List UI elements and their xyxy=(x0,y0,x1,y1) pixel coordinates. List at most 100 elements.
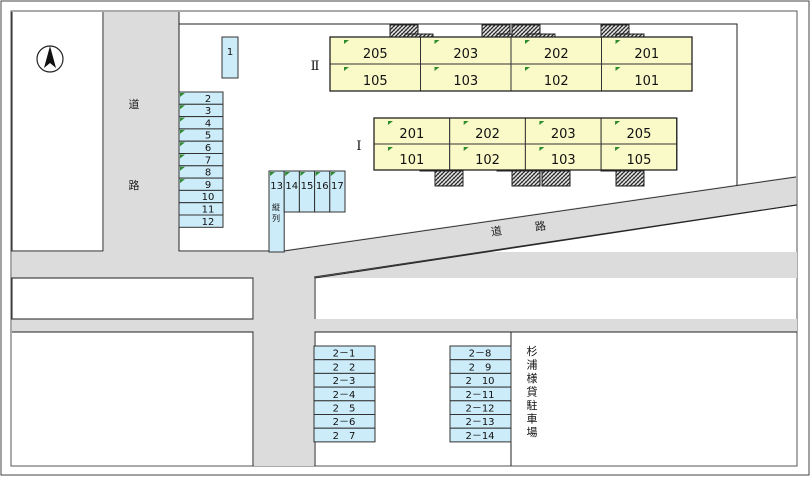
unit-number: 103 xyxy=(551,153,576,168)
parking-space xyxy=(178,140,224,154)
unit-cell xyxy=(449,143,526,171)
block-outlines xyxy=(11,12,798,466)
diagonal-road xyxy=(254,176,796,278)
parking-space-label: 2－11 xyxy=(465,390,494,401)
unit-marker-icon xyxy=(525,40,530,44)
unit-marker-icon xyxy=(344,40,349,44)
parking-space xyxy=(449,427,512,443)
parking-space-label: 4 xyxy=(205,118,211,129)
unit-number: 201 xyxy=(399,127,424,142)
unit-number: 203 xyxy=(551,127,576,142)
unit-marker-icon xyxy=(615,147,621,151)
unit-marker-icon xyxy=(615,121,621,125)
unit-number: 202 xyxy=(544,47,569,62)
unit-marker-icon xyxy=(434,40,440,44)
unit-number: 101 xyxy=(399,153,424,168)
building-i: 201 202 203 205 101 102 103 105 xyxy=(373,117,678,171)
unit-number: 105 xyxy=(363,74,388,89)
parking-space xyxy=(178,153,224,167)
unit-marker-icon xyxy=(330,172,336,176)
unit-number: 205 xyxy=(363,47,388,62)
unit-cell xyxy=(524,143,602,171)
parking-space-label: 2 7 xyxy=(333,431,356,442)
parallel-parking-note-2: 列 xyxy=(272,213,280,223)
unit-marker-icon xyxy=(180,93,185,97)
parking-space-label: 16 xyxy=(316,181,329,192)
parking-space-label: 2－1 xyxy=(333,349,356,360)
unit-marker-icon xyxy=(180,166,185,171)
unit-marker-icon xyxy=(463,121,469,125)
unit-marker-icon xyxy=(463,147,469,151)
south-lot-left: 2－12 22－32－42 52－62 7 xyxy=(313,345,376,443)
parking-space-label: 11 xyxy=(202,205,215,216)
unit-number: 205 xyxy=(627,127,652,142)
unit-cell xyxy=(600,143,678,171)
parking-space-label: 2－8 xyxy=(469,349,492,360)
parking-space xyxy=(178,91,224,105)
unit-marker-icon xyxy=(615,40,621,44)
unit-marker-icon xyxy=(434,67,440,71)
unit-marker-icon xyxy=(180,129,185,134)
unit-number: 201 xyxy=(634,47,659,62)
unit-marker-icon xyxy=(180,117,185,122)
parallel-parking-note-1: 縦 xyxy=(272,202,280,212)
unit-cell xyxy=(524,117,602,145)
unit-number: 105 xyxy=(627,153,652,168)
south-lot-caption: 杉浦様貸駐車場 xyxy=(527,344,538,439)
unit-number: 102 xyxy=(475,153,500,168)
parking-space xyxy=(313,427,376,443)
south-lot-caption-text: 杉浦様貸駐車場 xyxy=(527,344,538,439)
roads xyxy=(12,12,797,466)
unit-marker-icon xyxy=(388,121,393,125)
parking-space xyxy=(329,170,346,213)
unit-marker-icon xyxy=(344,67,349,71)
parking-space xyxy=(178,116,224,130)
west-road xyxy=(104,12,179,252)
unit-marker-icon xyxy=(180,179,185,184)
unit-marker-icon xyxy=(270,172,275,176)
parking-space-label: 6 xyxy=(205,143,211,154)
parking-space-label: 13 xyxy=(270,181,283,192)
unit-marker-icon xyxy=(615,67,621,71)
unit-marker-icon xyxy=(180,105,185,110)
east-road-label-2: 路 xyxy=(534,219,547,233)
unit-marker-icon xyxy=(285,172,291,176)
parking-space xyxy=(178,214,224,228)
parking-space-label: 17 xyxy=(331,181,344,192)
hatched-box xyxy=(434,170,464,187)
unit-marker-icon xyxy=(388,147,393,151)
south-lot-right: 2－82 92 102－112－122－132－14 xyxy=(449,345,512,443)
parking-space-label: 8 xyxy=(205,168,211,179)
parking-space-label: 15 xyxy=(301,181,314,192)
hatched-box xyxy=(541,170,571,187)
unit-number: 101 xyxy=(634,74,659,89)
central-road xyxy=(254,252,314,466)
parking-space-label: 2－12 xyxy=(465,404,494,415)
unit-marker-icon xyxy=(315,172,321,176)
unit-number: 202 xyxy=(475,127,500,142)
hatched-box xyxy=(615,170,645,187)
unit-marker-icon xyxy=(539,147,545,151)
unit-marker-icon xyxy=(539,121,545,125)
parking-space xyxy=(178,128,224,142)
north-arrow-icon xyxy=(36,45,64,73)
parking-space-label: 2－13 xyxy=(465,417,494,428)
parking-space-label: 7 xyxy=(205,155,211,166)
parking-space-1-label: 1 xyxy=(227,47,233,58)
unit-marker-icon xyxy=(525,67,530,71)
parking-space-label: 9 xyxy=(205,180,211,191)
parking-space-label: 5 xyxy=(205,131,211,142)
parking-space-label: 2 xyxy=(205,94,211,105)
parking-space-label: 2－14 xyxy=(465,431,494,442)
hatched-box xyxy=(511,170,541,187)
unit-number: 103 xyxy=(453,74,478,89)
parking-space-label: 14 xyxy=(285,181,298,192)
east-road-label-1: 道 xyxy=(490,223,503,238)
parking-space-label: 2 10 xyxy=(465,376,494,387)
west-road-label-1: 道 xyxy=(129,97,140,111)
unit-number: 102 xyxy=(544,74,569,89)
